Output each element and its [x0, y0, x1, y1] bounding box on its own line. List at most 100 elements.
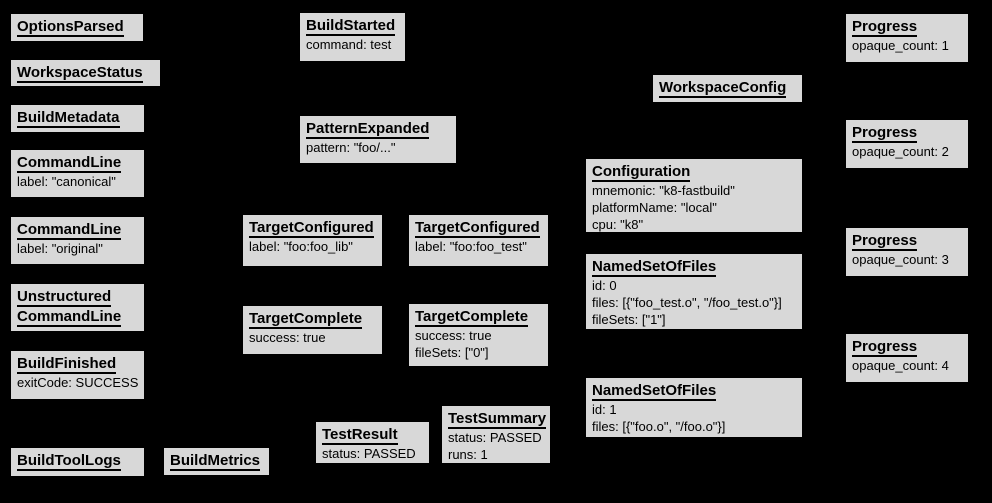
node-field: id: 1 — [592, 402, 617, 417]
node-title: BuildStarted — [306, 17, 396, 36]
node-title-line: TargetComplete — [249, 309, 376, 329]
node-title: Progress — [852, 18, 918, 37]
node-title-line: BuildFinished — [17, 354, 138, 374]
node-title: WorkspaceStatus — [17, 64, 143, 83]
node-title: BuildFinished — [17, 355, 117, 374]
node-field: status: PASSED — [322, 446, 416, 461]
node-options-parsed: OptionsParsed — [10, 13, 144, 42]
node-field: label: "foo:foo_lib" — [249, 239, 353, 254]
node-title: PatternExpanded — [306, 120, 430, 139]
node-field: command: test — [306, 37, 392, 52]
node-field: opaque_count: 3 — [852, 252, 949, 267]
node-title: NamedSetOfFiles — [592, 258, 717, 277]
node-title-line: NamedSetOfFiles — [592, 257, 796, 277]
node-title-line: BuildMetrics — [170, 451, 263, 471]
node-title-line: Configuration — [592, 162, 796, 182]
node-field: files: [{"foo_test.o", "/foo_test.o"}] — [592, 295, 782, 310]
node-title-line: Unstructured — [17, 287, 138, 307]
node-field: label: "original" — [17, 241, 103, 256]
node-title: TargetConfigured — [415, 219, 540, 238]
node-title-line: Progress — [852, 123, 962, 143]
node-field: opaque_count: 1 — [852, 38, 949, 53]
node-field: fileSets: ["0"] — [415, 345, 489, 360]
node-field: files: [{"foo.o", "/foo.o"}] — [592, 419, 726, 434]
node-field: platformName: "local" — [592, 200, 717, 215]
node-title-line: Progress — [852, 337, 962, 357]
node-title-line: BuildToolLogs — [17, 451, 138, 471]
node-title-line: BuildMetadata — [17, 108, 138, 128]
node-title: TargetConfigured — [249, 219, 374, 238]
node-title: Progress — [852, 124, 918, 143]
node-title-line: WorkspaceStatus — [17, 63, 154, 83]
node-title-line: OptionsParsed — [17, 17, 137, 37]
node-title-line: CommandLine — [17, 153, 138, 173]
node-title: NamedSetOfFiles — [592, 382, 717, 401]
node-title: Progress — [852, 232, 918, 251]
node-title-line: CommandLine — [17, 307, 138, 327]
node-title: TargetComplete — [415, 308, 529, 327]
node-title: Unstructured — [17, 288, 112, 307]
node-title-line: TestResult — [322, 425, 423, 445]
node-title-line: TestSummary — [448, 409, 547, 429]
node-title-line: CommandLine — [17, 220, 138, 240]
node-build-metadata: BuildMetadata — [10, 104, 145, 133]
node-build-tool-logs: BuildToolLogs — [10, 447, 145, 477]
node-title: BuildToolLogs — [17, 452, 121, 471]
node-title: CommandLine — [17, 154, 122, 173]
node-title: Configuration — [592, 163, 691, 182]
node-title: CommandLine — [17, 221, 122, 240]
node-title: TestSummary — [448, 410, 547, 429]
node-field: cpu: "k8" — [592, 217, 644, 232]
node-title-line: BuildStarted — [306, 16, 399, 36]
node-title: BuildMetrics — [170, 452, 261, 471]
node-title-line: TargetConfigured — [415, 218, 542, 238]
node-field: fileSets: ["1"] — [592, 312, 666, 327]
node-field: opaque_count: 4 — [852, 358, 949, 373]
node-build-metrics: BuildMetrics — [163, 447, 270, 476]
node-title: Progress — [852, 338, 918, 357]
node-field: opaque_count: 2 — [852, 144, 949, 159]
node-field: label: "canonical" — [17, 174, 116, 189]
node-field: success: true — [249, 330, 326, 345]
node-title: CommandLine — [17, 308, 122, 327]
node-title-line: PatternExpanded — [306, 119, 450, 139]
node-field: exitCode: SUCCESS — [17, 375, 139, 390]
node-title: TargetComplete — [249, 310, 363, 329]
node-title: TestResult — [322, 426, 398, 445]
node-title-line: TargetConfigured — [249, 218, 376, 238]
node-title-line: NamedSetOfFiles — [592, 381, 796, 401]
node-title: OptionsParsed — [17, 18, 124, 37]
node-field: success: true — [415, 328, 492, 343]
node-field: id: 0 — [592, 278, 617, 293]
node-field: status: PASSED — [448, 430, 542, 445]
node-title-line: TargetComplete — [415, 307, 542, 327]
node-field: label: "foo:foo_test" — [415, 239, 527, 254]
node-title-line: WorkspaceConfig — [659, 78, 796, 98]
node-title-line: Progress — [852, 231, 962, 251]
node-workspace-config: WorkspaceConfig — [652, 74, 803, 103]
node-workspace-status: WorkspaceStatus — [10, 59, 161, 87]
node-title: BuildMetadata — [17, 109, 120, 128]
node-field: runs: 1 — [448, 447, 488, 462]
node-field: pattern: "foo/..." — [306, 140, 396, 155]
node-title-line: Progress — [852, 17, 962, 37]
